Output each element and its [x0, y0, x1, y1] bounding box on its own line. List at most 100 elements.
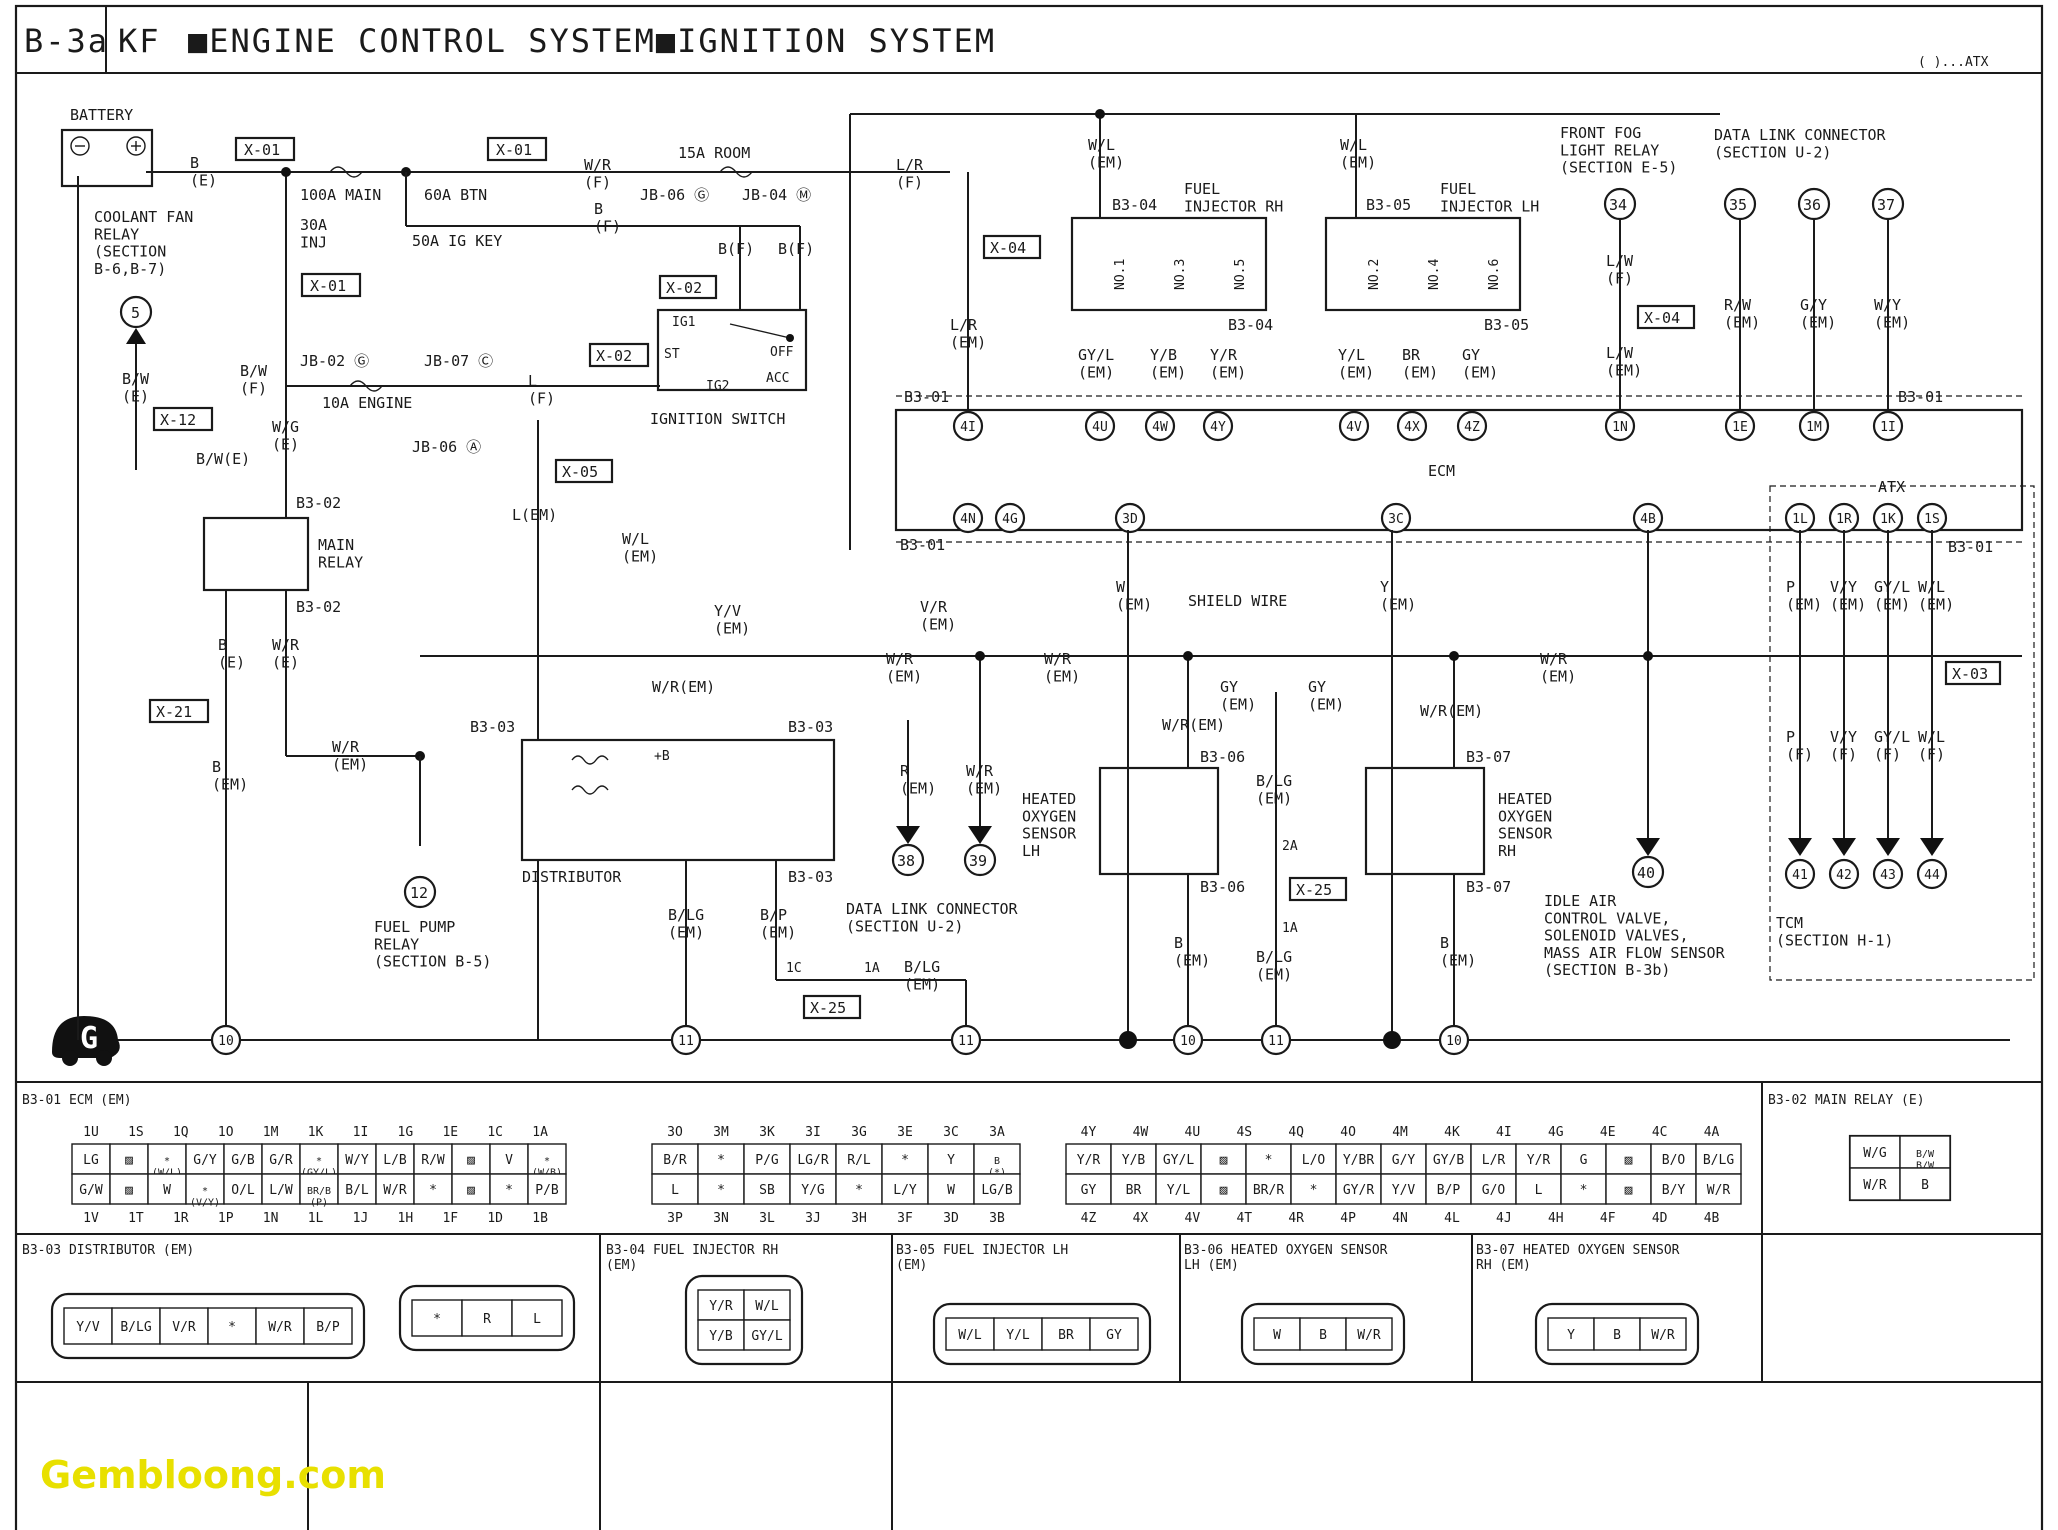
b301-g3-pin-bottom: 4N — [1392, 1211, 1408, 1226]
b301-g3-cell-label: ▨ — [1220, 1183, 1228, 1198]
connector-x25-a — [802, 994, 862, 1020]
b301-g3-cell — [1695, 1143, 1742, 1175]
b301-g3-cell-label: GY/L — [1163, 1153, 1194, 1168]
ecm-pin-top-label: 4I — [960, 420, 976, 435]
connector-40 — [1631, 855, 1665, 889]
b301-g2-cell-label: R/L — [847, 1153, 871, 1168]
b301-g1-pin-bottom: 1L — [308, 1211, 324, 1226]
ecm-pin-bottom-label: 1R — [1836, 512, 1852, 527]
wire-blg-em: B/LG(EM) — [668, 906, 704, 941]
ground-pin-label: 11 — [958, 1034, 974, 1049]
b301-g2-pin-top: 3E — [897, 1125, 913, 1140]
wire-bw-e: B/W(E) — [122, 370, 150, 405]
b301-g2-pin-bottom: 3N — [713, 1211, 729, 1226]
b301-g3-pin-top: 4A — [1704, 1125, 1720, 1140]
fuse-10a-icon — [349, 380, 383, 392]
b301-g2-cell-label: SB — [759, 1183, 775, 1198]
ecm-pin-top-label: 4W — [1152, 420, 1168, 435]
a2-label: 2A — [1282, 839, 1298, 854]
b303-table-cell-label: B/P — [316, 1320, 340, 1335]
b301-g1-cell — [147, 1173, 187, 1205]
b301-g2-pin-top: 3A — [989, 1125, 1005, 1140]
ecm-pin-bottom — [952, 502, 984, 534]
b304-top: B3-04 — [1112, 196, 1157, 214]
b304-table-cell-label: GY/L — [751, 1329, 782, 1344]
connector-39-label: 39 — [969, 852, 987, 870]
b301-g3-cell — [1425, 1173, 1472, 1205]
connector-atx-label: 43 — [1880, 868, 1896, 883]
ecm-pin-top — [1456, 410, 1488, 442]
wire-bp-em: B/P(EM) — [760, 906, 796, 941]
b304-bottom: B3-04 — [1228, 316, 1273, 334]
ignition-switch-contact — [729, 323, 791, 339]
atx-note: ( )...ATX — [1918, 55, 1989, 70]
ecm-pin-top — [1724, 410, 1756, 442]
wire-wrem-d: W/R(EM) — [1420, 702, 1483, 720]
b301-g1-cell-label: G/W — [79, 1183, 103, 1198]
b302-cell — [1899, 1167, 1951, 1201]
b306-table-cell — [1299, 1317, 1347, 1351]
b303-label-b: B3-03 — [788, 718, 833, 736]
ecm-pin-bottom — [994, 502, 1026, 534]
b304-table-cell-label: Y/R — [709, 1299, 733, 1314]
b301-g1-cell-label: W/R — [383, 1183, 407, 1198]
b301-g3-cell-label: BR — [1126, 1183, 1142, 1198]
b301-g3-cell — [1290, 1173, 1337, 1205]
connector-x03 — [1944, 660, 2002, 686]
b304-table-cell — [697, 1319, 745, 1351]
b301-top-left: B3-01 — [904, 388, 949, 406]
x01-label-a: X-01 — [244, 141, 280, 159]
ground-pin-label: 10 — [218, 1034, 234, 1049]
b306-table-cell — [1253, 1317, 1301, 1351]
b301-g1-cell-label: *(W/L) — [152, 1156, 182, 1179]
x25-label-a: X-25 — [810, 999, 846, 1017]
b301-g1-pin-top: 1I — [353, 1125, 369, 1140]
ecm-pin-top-label: 4X — [1404, 420, 1420, 435]
ground-pin — [950, 1024, 982, 1056]
b301-g3-pin-top: 4I — [1496, 1125, 1512, 1140]
b301-g3-cell-label: Y/L — [1167, 1183, 1191, 1198]
b301-g1-cell-label: *(GY/L) — [301, 1156, 337, 1179]
atx-wire-1: P(EM) — [1786, 578, 1822, 613]
b304-table-cell-label: Y/B — [709, 1329, 733, 1344]
b301-g1-cell — [261, 1173, 301, 1205]
idle-junction-dot — [1643, 651, 1653, 661]
wire-bwe-2: B/W(E) — [196, 450, 250, 468]
b301-g2-cell — [835, 1173, 883, 1205]
wire-wr-em-a: W/R(EM) — [886, 650, 922, 685]
b301-g3-pin-bottom: 4Z — [1081, 1211, 1097, 1226]
wire-wl-em-2: W/L(EM) — [1340, 136, 1376, 171]
fuse-50a-label: 50A IG KEY — [412, 232, 502, 250]
b301-g3-cell-label: G — [1580, 1153, 1588, 1168]
b301-g1-pin-top: 1S — [128, 1125, 144, 1140]
wire-vr-em: V/R(EM) — [920, 598, 956, 633]
b301-g2-pin-top: 3C — [943, 1125, 959, 1140]
connector-38 — [891, 843, 925, 877]
b303-table-cell-label: W/R — [268, 1320, 292, 1335]
ecm-pin-top — [1338, 410, 1370, 442]
wire-b-em-r: B(EM) — [1440, 934, 1476, 969]
b307-table-cell — [1639, 1317, 1687, 1351]
wire-gy-em-1: GY(EM) — [1220, 678, 1256, 713]
x01-label-b: X-01 — [310, 277, 346, 295]
b306-label-b: B3-06 — [1200, 878, 1245, 896]
b307-table-cell-label: W/R — [1651, 1328, 1675, 1343]
b303-table-cell — [461, 1299, 513, 1337]
b303-table-cell-label: B/LG — [120, 1320, 151, 1335]
connector-39 — [963, 843, 997, 877]
b301-g1-cell-label: * — [505, 1183, 513, 1198]
fuse-100a-label: 100A MAIN — [300, 186, 381, 204]
no4-label: NO.4 — [1427, 259, 1442, 290]
wire-wr-em-c: W/R(EM) — [966, 762, 1002, 797]
b301-g3-pin-top: 4W — [1133, 1125, 1149, 1140]
ho2-rh-box — [1364, 766, 1486, 876]
connector-35 — [1723, 187, 1757, 221]
connector-34 — [1603, 187, 1637, 221]
b304-table-cell-label: W/L — [755, 1299, 779, 1314]
connector-atx — [1828, 858, 1860, 890]
wire-blg-em-4: B/LG(EM) — [1256, 948, 1292, 983]
b301-g1-cell — [375, 1173, 415, 1205]
